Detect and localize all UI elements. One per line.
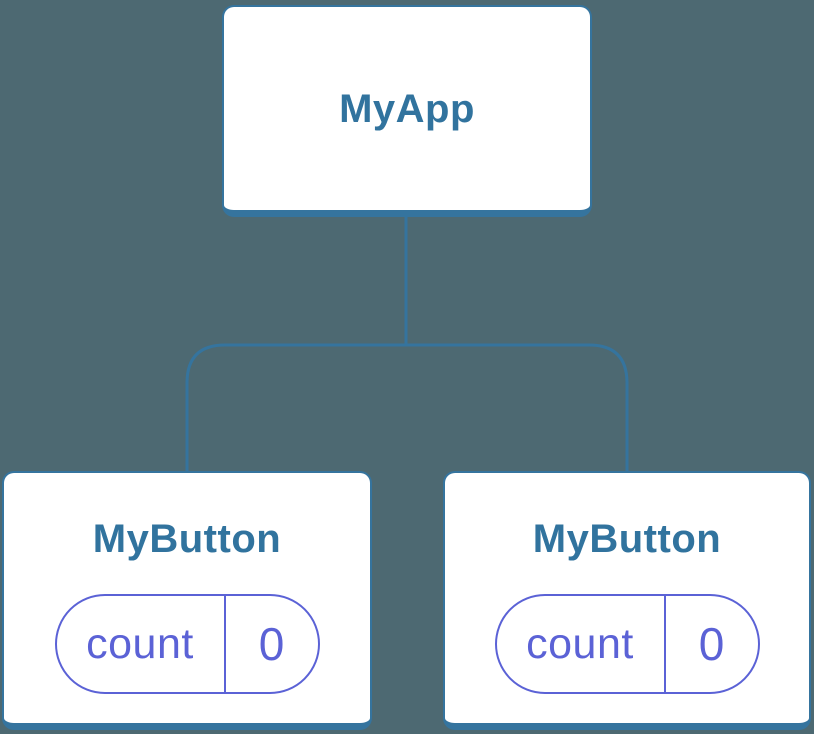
node-mybutton-right: MyButton count 0: [443, 471, 811, 730]
node-mybutton-left: MyButton count 0: [2, 471, 372, 730]
state-pill-left-value-cell: 0: [226, 596, 318, 692]
state-pill-right-label-cell: count: [497, 596, 664, 692]
state-value: 0: [258, 618, 285, 670]
node-mybutton-left-label: MyButton: [92, 517, 282, 561]
pill-divider: [663, 596, 666, 692]
state-name: count: [526, 619, 634, 668]
node-myapp-label: MyApp: [339, 86, 475, 131]
state-pill-left: count 0: [54, 594, 320, 694]
state-pill-right-value-cell: 0: [666, 596, 758, 692]
pill-divider: [223, 596, 226, 692]
state-pill-left-label-cell: count: [57, 596, 224, 692]
node-myapp: MyApp: [222, 5, 592, 217]
state-value: 0: [698, 618, 725, 670]
state-pill-right: count 0: [494, 594, 760, 694]
state-name: count: [86, 619, 194, 668]
node-mybutton-right-label: MyButton: [532, 517, 722, 561]
connector-branches: [185, 343, 629, 473]
